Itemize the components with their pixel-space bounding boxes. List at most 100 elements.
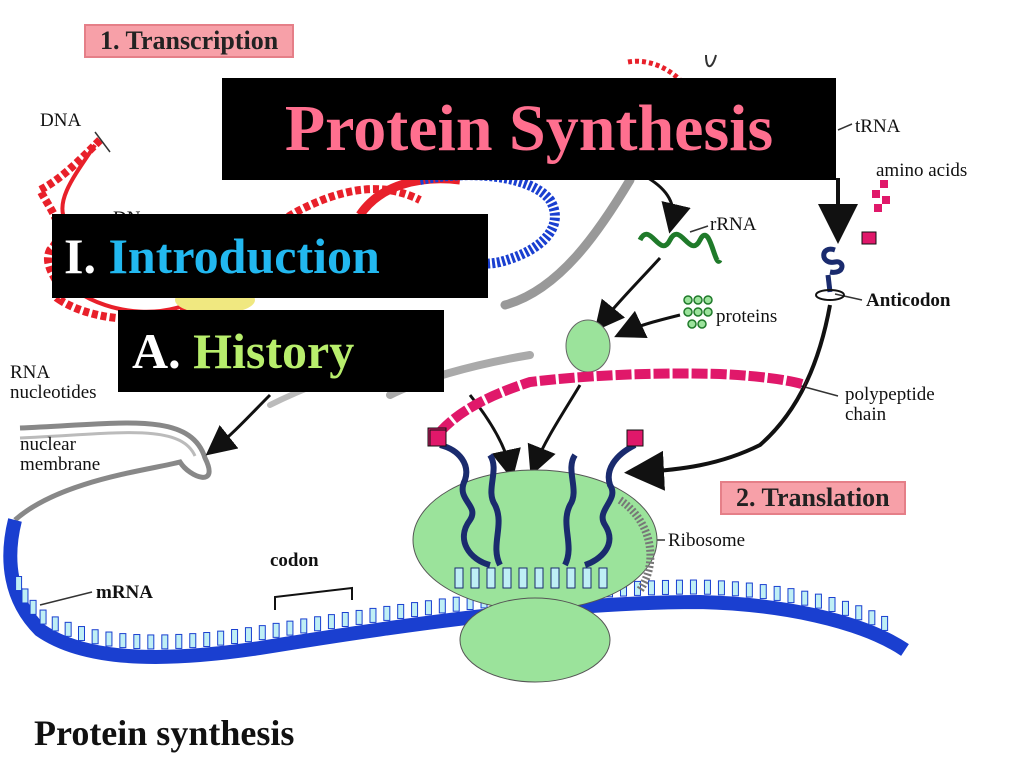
mrna-base [105, 631, 113, 647]
label-anticodon: Anticodon [866, 290, 951, 311]
tail-hook [705, 54, 717, 68]
label-mrna: mRNA [96, 582, 153, 603]
mrna-base [119, 633, 127, 649]
anticodon-base [502, 567, 512, 589]
mrna-base [314, 616, 322, 632]
mrna-base [341, 612, 349, 628]
mrna-base [383, 605, 391, 621]
label-rna-nucleotides-2: nucleotides [10, 382, 97, 403]
mrna-base [147, 634, 155, 650]
mrna-base [717, 580, 725, 596]
mrna-base [39, 609, 47, 625]
amino-acid-squares [872, 180, 890, 212]
label-amino-acids: amino acids [876, 160, 967, 181]
anticodon-bars [454, 567, 608, 589]
mrna-base [881, 615, 889, 631]
label-polypeptide-2: chain [845, 404, 887, 425]
arrow-proteins-to-subunit [614, 310, 681, 338]
trna-amino-acid-right [626, 429, 644, 447]
mrna-base [189, 633, 197, 649]
mrna-base [91, 629, 99, 645]
mrna-base [203, 632, 211, 648]
nuclear-membrane-inner [19, 431, 197, 457]
trna-pair [439, 442, 637, 568]
proteins-dots [683, 295, 713, 329]
mrna-base [286, 620, 294, 636]
membrane-pore [500, 175, 635, 310]
anticodon-base [470, 567, 480, 589]
arrow-to-rrna [647, 176, 691, 234]
step-translation: 2. Translation [720, 481, 906, 515]
anticodon-base [518, 567, 528, 589]
anticodon-pointer [834, 293, 863, 301]
dna-pointer [94, 131, 111, 153]
nuclear-membrane [13, 420, 212, 522]
mrna-base [411, 602, 419, 618]
polypeptide-chain [436, 368, 807, 436]
mrna-base [217, 630, 225, 646]
outline-level2-text: History [193, 323, 355, 379]
mrna-pointer [39, 591, 93, 606]
step-transcription: 1. Transcription [84, 24, 295, 58]
trna-amino-acid-left [429, 429, 447, 447]
anticodon-base [582, 567, 592, 589]
mrna-base [272, 622, 280, 638]
diagram-caption: Protein synthesis [34, 713, 295, 753]
mrna-base [745, 582, 753, 598]
ribosome-subunit [565, 319, 611, 373]
outline-level1: I. Introduction [52, 214, 488, 298]
mrna-base [64, 621, 72, 637]
label-trna: tRNA [855, 116, 901, 137]
mrna-base [327, 614, 335, 630]
label-codon: codon [270, 550, 319, 571]
mrna-base [231, 629, 239, 645]
mrna-base [51, 616, 59, 632]
trna-amino-acid [861, 231, 877, 245]
mrna-base [300, 618, 308, 634]
mrna-base [369, 607, 377, 623]
label-proteins: proteins [716, 306, 777, 327]
label-ribosome: Ribosome [668, 530, 745, 551]
arrow-membrane [205, 393, 272, 456]
mrna-base [675, 579, 683, 595]
anticodon-base [550, 567, 560, 589]
arrow-rrna-to-subunit [594, 256, 662, 332]
arrow-subunit-to-ribosome [527, 384, 582, 477]
anticodon-base [486, 567, 496, 589]
trna-molecule [821, 246, 845, 293]
label-rrna: rRNA [710, 214, 757, 235]
anticodon-mark [815, 289, 845, 301]
mrna-base [868, 610, 876, 626]
anticodon-base [454, 567, 464, 589]
anticodon-base [534, 567, 544, 589]
mrna-strand [3, 518, 909, 664]
outline-level1-numeral: I. [64, 228, 96, 284]
outline-level1-text: Introduction [108, 228, 380, 284]
mrna-base [814, 593, 822, 609]
anticodon-base [598, 567, 608, 589]
mrna-base [355, 609, 363, 625]
mrna-base [787, 588, 795, 604]
mrna-base [855, 605, 863, 621]
mrna-base [424, 600, 432, 616]
mrna-base [29, 599, 37, 615]
trna-pointer [837, 123, 853, 131]
mrna-base [647, 580, 655, 596]
ribosome-large-subunit [412, 469, 658, 611]
mrna-base [175, 633, 183, 649]
label-dna: DNA [40, 110, 81, 131]
rrna-squiggle [637, 231, 723, 264]
mrna-base [133, 634, 141, 650]
mrna-base [828, 597, 836, 613]
mrna-base [801, 590, 809, 606]
dna-strand [34, 137, 422, 323]
label-nuclear-2: membrane [20, 454, 100, 475]
mrna-base [244, 627, 252, 643]
outline-level2: A. History [118, 310, 444, 392]
mrna-base [759, 584, 767, 600]
mrna-base [15, 576, 23, 592]
arrow-trna-to-ribosome [624, 304, 832, 491]
mrna-base [258, 625, 266, 641]
mrna-base [77, 626, 85, 642]
